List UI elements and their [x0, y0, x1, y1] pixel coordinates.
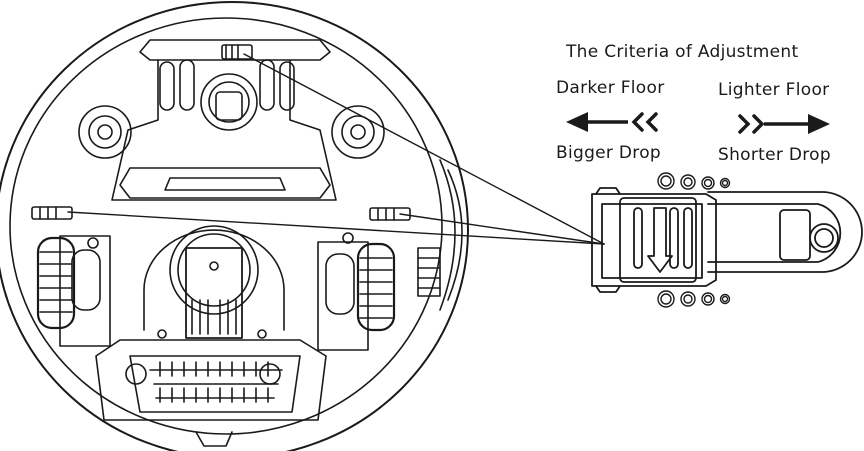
legend-title: The Criteria of Adjustment	[566, 42, 799, 62]
left-side-brush-hub	[78, 105, 132, 159]
right-side-brush-hub	[331, 105, 385, 159]
position-indicators-bottom	[657, 290, 731, 308]
label-lighter-floor: Lighter Floor	[718, 80, 830, 100]
arrow-right-double-chevron-icon	[738, 114, 830, 134]
side-connector	[417, 247, 441, 297]
arrow-left-double-chevron-icon	[566, 112, 658, 132]
right-drive-wheel	[317, 232, 396, 351]
top-cliff-sensor	[221, 44, 253, 60]
slider-down-arrow-icon	[647, 207, 673, 273]
caster-wheel	[200, 73, 258, 131]
label-shorter-drop: Shorter Drop	[718, 145, 831, 165]
label-bigger-drop: Bigger Drop	[556, 143, 662, 163]
right-cliff-sensor	[369, 207, 411, 221]
zoom-callout-lines	[67, 53, 605, 245]
left-drive-wheel	[36, 235, 111, 347]
sensor-slider-enlarged	[591, 187, 863, 293]
main-brush-area	[143, 225, 285, 339]
left-cliff-sensor	[31, 206, 73, 220]
position-indicators-top	[657, 172, 731, 190]
label-darker-floor: Darker Floor	[556, 78, 665, 98]
robot-vacuum-underside	[0, 1, 469, 451]
dustbin-vent	[95, 339, 327, 421]
